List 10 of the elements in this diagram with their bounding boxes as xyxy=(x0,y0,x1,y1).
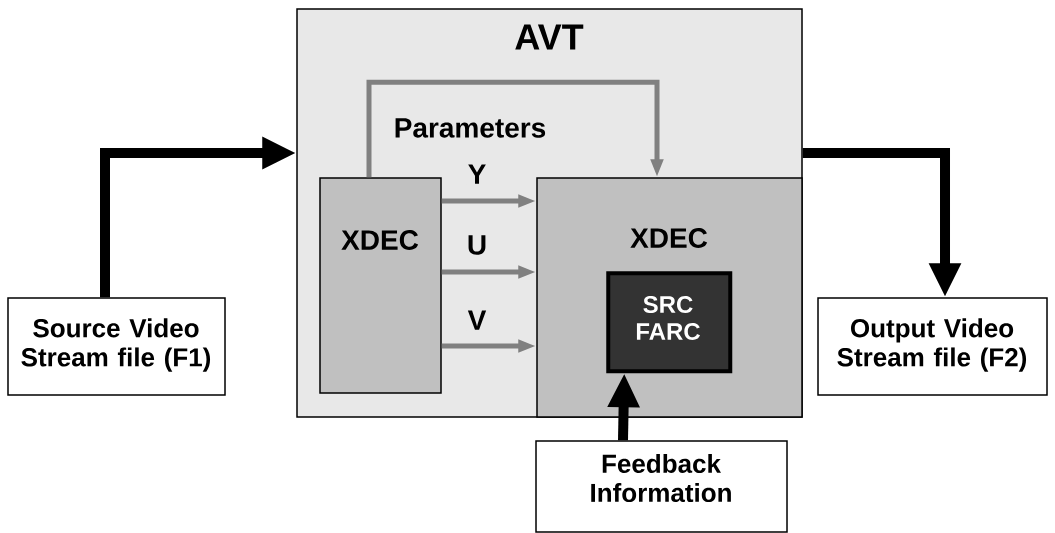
process-box: XDEC xyxy=(319,177,442,394)
process-box: SRC FARC xyxy=(606,271,733,374)
edge-label: U xyxy=(465,234,489,256)
input-box: Feedback Information xyxy=(535,440,788,533)
arrow xyxy=(366,79,664,178)
edge-label: Parameters xyxy=(392,117,548,139)
file-box: Source Video Stream file (F1) xyxy=(7,297,226,396)
edge-label: V xyxy=(466,309,488,331)
edge-label: Y xyxy=(466,163,488,185)
file-box: Output Video Stream file (F2) xyxy=(817,297,1048,396)
